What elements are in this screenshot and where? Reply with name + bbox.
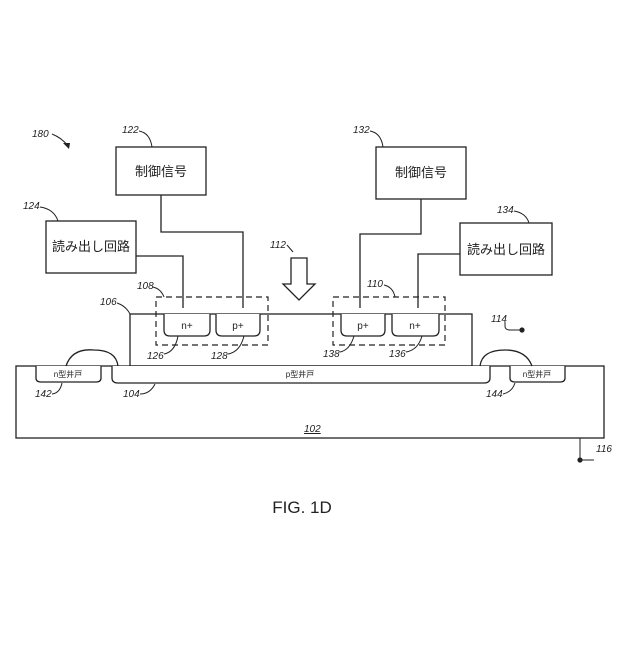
ref-180: 180	[32, 129, 49, 140]
incident-light-arrow	[283, 258, 315, 300]
ref-102: 102	[304, 424, 321, 435]
p-plus-right-label: p+	[357, 321, 369, 332]
terminal-116-node	[577, 457, 582, 462]
ref-180-arrowhead	[63, 143, 70, 149]
ref-132-leader	[370, 131, 383, 147]
ref-126: 126	[147, 351, 164, 362]
ref-116: 116	[596, 444, 612, 455]
ref-122: 122	[122, 125, 139, 136]
terminal-114-node	[519, 327, 524, 332]
readout-circuit-right-label: 読み出し回路	[467, 242, 545, 257]
wire-control-right	[360, 199, 421, 308]
wire-control-left	[161, 195, 243, 308]
terminal-116-wire	[580, 438, 594, 460]
contact-bump-right	[480, 350, 532, 366]
n-plus-left-label: n+	[181, 321, 193, 332]
ref-138: 138	[323, 349, 340, 360]
n-well-left-label: n型井戸	[54, 369, 82, 379]
ref-134-leader	[514, 211, 529, 223]
figure-caption: FIG. 1D	[272, 498, 332, 517]
ref-108-leader	[153, 287, 164, 297]
ref-106: 106	[100, 297, 117, 308]
ref-112: 112	[270, 240, 286, 251]
ref-144: 144	[486, 389, 503, 400]
ref-132: 132	[353, 125, 370, 136]
ref-124: 124	[23, 201, 40, 212]
ref-136: 136	[389, 349, 406, 360]
ref-142: 142	[35, 389, 52, 400]
ref-110-leader	[384, 285, 395, 297]
contact-bump-left	[66, 350, 118, 366]
n-well-right-label: n型井戸	[523, 369, 551, 379]
p-plus-left-label: p+	[232, 321, 244, 332]
ref-104: 104	[123, 389, 140, 400]
ref-128: 128	[211, 351, 228, 362]
terminal-114-wire	[505, 322, 522, 330]
n-plus-right-label: n+	[409, 321, 421, 332]
wire-readout-right	[418, 254, 460, 308]
ref-106-leader	[117, 303, 130, 314]
ref-124-leader	[40, 207, 58, 221]
ref-134: 134	[497, 205, 514, 216]
ref-122-leader	[139, 131, 152, 147]
ref-112-leader	[287, 245, 293, 252]
p-well-label: p型井戸	[286, 369, 314, 379]
control-signal-right-label: 制御信号	[395, 165, 447, 180]
ref-110: 110	[367, 279, 383, 290]
control-signal-left-label: 制御信号	[135, 164, 187, 179]
readout-circuit-left-label: 読み出し回路	[52, 239, 130, 254]
ref-108: 108	[137, 281, 154, 292]
